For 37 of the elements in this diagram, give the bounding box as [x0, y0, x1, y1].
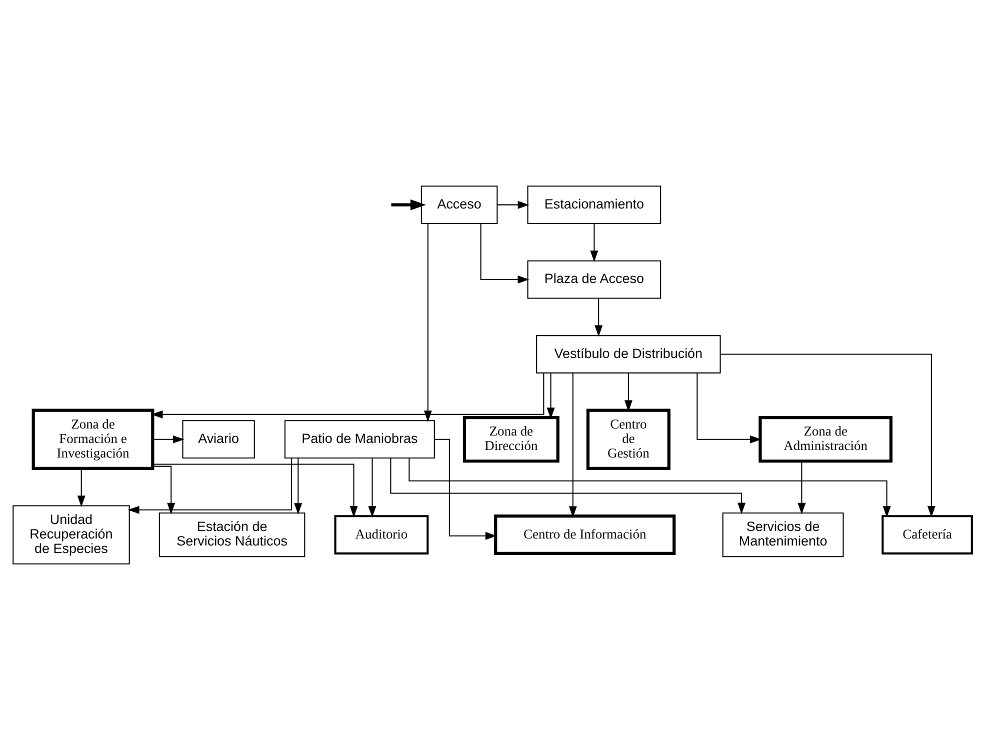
- arrow: [408, 458, 891, 518]
- arrow: [480, 224, 530, 284]
- arrow: [152, 435, 184, 444]
- arrow: [128, 458, 292, 514]
- arrow: [434, 438, 497, 540]
- arrow: [152, 464, 358, 518]
- node-box: Zona de Formación e Investigación: [32, 408, 154, 470]
- arrow: [391, 199, 426, 210]
- arrow: [390, 458, 746, 514]
- arrow: [590, 224, 598, 262]
- arrow: [77, 468, 86, 508]
- arrow: [151, 372, 544, 418]
- arrow: [152, 466, 176, 514]
- arrow: [624, 373, 632, 412]
- node-box: Servicios de Mantenimiento: [722, 512, 844, 558]
- arrow: [497, 200, 530, 209]
- arrow: [720, 354, 936, 518]
- node-box: Estacionamiento: [527, 186, 662, 224]
- node-box: Centro de Información: [494, 514, 676, 556]
- node-box: Unidad Recuperación de Especies: [12, 505, 130, 564]
- node-box: Auditorio: [334, 515, 429, 555]
- node-box: Patio de Maniobras: [284, 420, 435, 459]
- node-box: Centro de Gestión: [586, 408, 670, 470]
- node-box: Aviario: [182, 420, 255, 459]
- arrow: [798, 461, 806, 514]
- arrow: [424, 224, 432, 422]
- arrow: [294, 458, 302, 515]
- node-box: Zona de Dirección: [462, 416, 560, 463]
- node-box: Zona de Administración: [758, 416, 892, 463]
- arrow: [368, 458, 376, 518]
- node-box: Estación de Servicios Náuticos: [158, 512, 306, 558]
- node-box: Plaza de Acceso: [527, 260, 662, 299]
- node-box: Acceso: [420, 186, 498, 224]
- arrow: [594, 298, 603, 337]
- node-box: Cafetería: [882, 515, 973, 555]
- arrow: [696, 373, 762, 444]
- node-box: Vestíbulo de Distribución: [536, 335, 721, 374]
